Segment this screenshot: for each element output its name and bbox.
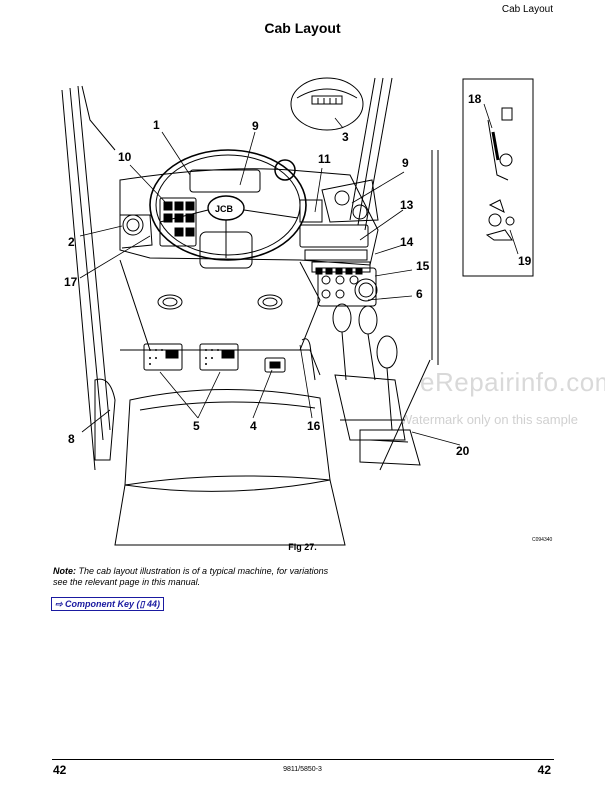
right-console: [317, 267, 378, 307]
left-switch-pod: [120, 197, 197, 249]
figure-code: C094340: [532, 537, 553, 543]
left-pillar: [61, 85, 116, 471]
document-number: 9811/5850-3: [283, 766, 322, 773]
seat: [94, 378, 346, 546]
callout-6: 6: [416, 287, 423, 301]
callout-10: 10: [118, 150, 132, 164]
note-text: The cab layout illustration is of a typi…: [53, 566, 329, 587]
callout-15: 15: [416, 259, 430, 273]
callout-1: 1: [153, 118, 160, 132]
page-title: Cab Layout: [264, 20, 341, 36]
control-levers: [301, 303, 421, 466]
callout-13: 13: [400, 198, 414, 212]
callout-18: 18: [468, 92, 482, 106]
callout-4: 4: [250, 419, 257, 433]
component-key-link[interactable]: ⇨ Component Key (▯ 44): [51, 597, 165, 611]
cab-layout-illustration: JCB: [61, 77, 534, 546]
page-ref-icon: ▯: [139, 599, 148, 609]
callout-5: 5: [193, 419, 200, 433]
right-pillar: [349, 77, 439, 471]
leader-lines: [79, 103, 519, 446]
callout-8: 8: [68, 432, 75, 446]
svg-text:JCB: JCB: [215, 204, 234, 214]
watermark-note: Watermark only on this sample: [400, 412, 578, 427]
footer-rule: [52, 759, 554, 760]
callout-2: 2: [68, 235, 75, 249]
instrument-cluster: [274, 159, 379, 275]
note-label: Note:: [53, 566, 76, 576]
right-inset: [462, 78, 534, 277]
component-key-page: 44: [147, 599, 158, 609]
page-number-left: 42: [53, 763, 67, 777]
steering-wheel: JCB: [149, 149, 307, 269]
callout-labels: 1 2 3 4 5 6 8 9 9 10 11 13 14 15 16 17 1…: [64, 92, 532, 458]
callout-17: 17: [64, 275, 78, 289]
component-key-text: Component Key (: [65, 599, 140, 609]
callout-9b: 9: [402, 156, 409, 170]
top-inset: [290, 77, 364, 131]
pedals: [143, 343, 286, 373]
dashboard: [119, 168, 379, 266]
figure-caption: Fig 27.: [288, 542, 317, 552]
callout-14: 14: [400, 235, 414, 249]
page-number-right: 42: [537, 763, 551, 777]
floor-panel: [119, 259, 321, 376]
callout-20: 20: [456, 444, 470, 458]
callout-19: 19: [518, 254, 532, 268]
callout-16: 16: [307, 419, 321, 433]
running-header: Cab Layout: [501, 4, 553, 15]
watermark-site: eRepairinfo.com: [420, 367, 605, 397]
callout-9a: 9: [252, 119, 259, 133]
callout-3: 3: [342, 130, 349, 144]
arrow-right-icon: ⇨: [55, 599, 66, 609]
callout-11: 11: [318, 152, 331, 166]
component-key-suffix: ): [157, 599, 161, 609]
note-paragraph: Note: The cab layout illustration is of …: [53, 566, 333, 588]
